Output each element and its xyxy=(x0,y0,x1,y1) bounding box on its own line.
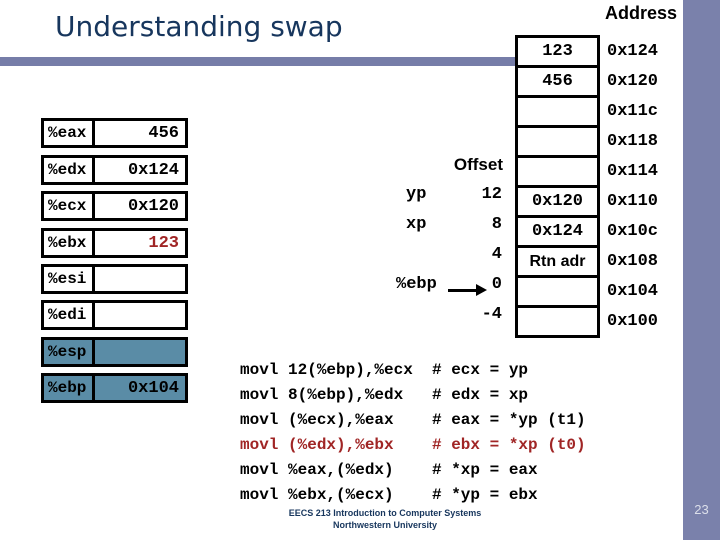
offset-value-xp: 8 xyxy=(491,215,502,234)
arrow-shaft xyxy=(448,289,478,292)
register-row-edx: %edx 0x124 xyxy=(41,155,188,185)
offset-value-yp: 12 xyxy=(481,185,502,204)
register-value xyxy=(95,340,185,364)
memory-cell: 0x120 xyxy=(515,185,600,218)
address-label: 0x118 xyxy=(607,132,659,151)
offset-value-rtn: 4 xyxy=(491,245,502,264)
code-comment: # eax = *yp (t1) xyxy=(432,411,586,429)
register-name: %edx xyxy=(44,158,95,182)
address-label: 0x124 xyxy=(607,42,659,61)
address-label: 0x114 xyxy=(607,162,659,181)
register-row-eax: %eax 456 xyxy=(41,118,188,148)
code-comment: # edx = xp xyxy=(432,386,529,404)
register-row-edi: %edi xyxy=(41,300,188,330)
register-row-ecx: %ecx 0x120 xyxy=(41,191,188,221)
register-name: %ebp xyxy=(44,376,95,400)
title-underline-bar xyxy=(0,57,516,66)
code-comment: # ebx = *xp (t0) xyxy=(432,436,586,454)
offset-value-ebp: 0 xyxy=(491,275,502,294)
code-line-highlighted: movl (%edx),%ebx # ebx = *xp (t0) xyxy=(240,433,670,458)
register-row-ebp: %ebp 0x104 xyxy=(41,373,188,403)
register-value xyxy=(95,303,185,327)
code-line: movl %ebx,(%ecx) # *yp = ebx xyxy=(240,483,670,508)
register-value: 0x124 xyxy=(127,160,179,180)
arrow-right-icon xyxy=(448,275,488,305)
register-value: 123 xyxy=(148,233,179,253)
code-instruction: movl (%ecx),%eax xyxy=(240,411,394,429)
code-comment: # ecx = yp xyxy=(432,361,529,379)
code-line: movl 12(%ebp),%ecx # ecx = yp xyxy=(240,358,670,383)
memory-stack: Address 123 456 0x120 0x124 Rtn adr 0x12… xyxy=(515,3,677,338)
address-label: 0x100 xyxy=(607,312,659,331)
offset-label-yp: yp xyxy=(406,185,427,204)
code-comment: # *xp = eax xyxy=(432,461,538,479)
page-number: 23 xyxy=(694,502,709,517)
code-instruction: movl 12(%ebp),%ecx xyxy=(240,361,413,379)
page-title: Understanding swap xyxy=(55,10,343,43)
memory-cell: 123 xyxy=(515,35,600,68)
register-row-esp: %esp xyxy=(41,337,188,367)
register-value: 456 xyxy=(148,123,179,143)
code-instruction: movl 8(%ebp),%edx xyxy=(240,386,404,404)
address-column-header: Address xyxy=(605,3,678,23)
right-accent-bar xyxy=(683,0,720,540)
slide-footer: EECS 213 Introduction to Computer System… xyxy=(240,507,530,531)
arrow-head xyxy=(476,284,487,296)
footer-university: Northwestern University xyxy=(332,520,438,530)
code-line: movl 8(%ebp),%edx # edx = xp xyxy=(240,383,670,408)
register-value: 0x104 xyxy=(95,376,185,400)
register-name: %ebx xyxy=(44,231,95,255)
register-name: %esi xyxy=(44,267,95,291)
code-line: movl %eax,(%edx) # *xp = eax xyxy=(240,458,670,483)
ebp-pointer-label: %ebp xyxy=(396,275,437,294)
memory-cell xyxy=(515,95,600,128)
code-instruction: movl %ebx,(%ecx) xyxy=(240,486,394,504)
register-name: %edi xyxy=(44,303,95,327)
memory-cell-rtn-adr: Rtn adr xyxy=(515,245,600,278)
register-name: %esp xyxy=(44,340,95,364)
address-label: 0x11c xyxy=(607,102,659,121)
code-line: movl (%ecx),%eax # eax = *yp (t1) xyxy=(240,408,670,433)
register-value xyxy=(95,267,185,291)
memory-cell xyxy=(515,125,600,158)
register-name: %ecx xyxy=(44,194,95,218)
code-comment: # *yp = ebx xyxy=(432,486,538,504)
register-value: 0x120 xyxy=(127,196,179,216)
register-row-ebx: %ebx 123 xyxy=(41,228,188,258)
offset-value-neg4: -4 xyxy=(481,305,502,324)
offset-label-xp: xp xyxy=(406,215,427,234)
offset-column-header: Offset xyxy=(453,155,503,174)
memory-cell xyxy=(515,155,600,188)
address-label: 0x120 xyxy=(607,72,659,91)
memory-cell xyxy=(515,305,600,338)
memory-cell: 0x124 xyxy=(515,215,600,248)
memory-cell xyxy=(515,275,600,308)
memory-cell: 456 xyxy=(515,65,600,98)
address-label: 0x10c xyxy=(607,222,659,241)
code-instruction: movl %eax,(%edx) xyxy=(240,461,394,479)
register-name: %eax xyxy=(44,121,95,145)
address-label: 0x108 xyxy=(607,252,659,271)
code-instruction: movl (%edx),%ebx xyxy=(240,436,394,454)
footer-course: EECS 213 Introduction to Computer System… xyxy=(288,508,482,518)
address-label: 0x104 xyxy=(607,282,659,301)
address-label: 0x110 xyxy=(607,192,659,211)
register-row-esi: %esi xyxy=(41,264,188,294)
